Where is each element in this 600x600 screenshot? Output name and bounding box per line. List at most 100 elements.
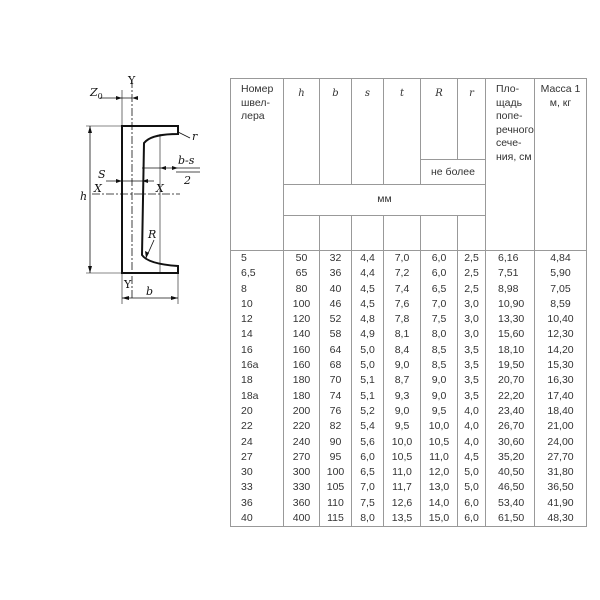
cell-h: 360 (283, 495, 320, 512)
b-minus-s-label: b-s (178, 154, 195, 167)
cell-b: 76 (319, 403, 352, 420)
cell-area: 40,50 (485, 465, 535, 481)
cell-b: 70 (319, 373, 352, 389)
cell-s: 5,4 (351, 419, 384, 435)
cell-r: 5,0 (457, 465, 486, 481)
cell-num: 30 (230, 465, 284, 481)
cell-mass: 12,30 (534, 327, 587, 343)
cell-t: 9,3 (383, 388, 421, 404)
cell-area: 10,90 (485, 296, 535, 313)
cell-mass: 15,30 (534, 358, 587, 374)
cell-t: 12,6 (383, 495, 421, 512)
cell-r: 3,0 (457, 312, 486, 328)
cell-area: 30,60 (485, 434, 535, 450)
cell-t: 10,5 (383, 449, 421, 466)
cell-R: 9,5 (420, 403, 458, 420)
cell-R: 10,0 (420, 419, 458, 435)
cell-area: 23,40 (485, 403, 535, 420)
cell-R: 6,0 (420, 266, 458, 282)
cell-s: 5,0 (351, 358, 384, 374)
cell-mass: 10,40 (534, 312, 587, 328)
cell-t: 7,6 (383, 296, 421, 313)
cell-h: 180 (283, 388, 320, 404)
cell-h: 270 (283, 449, 320, 466)
cell-R: 8,0 (420, 327, 458, 343)
cell-s: 7,0 (351, 480, 384, 496)
cell-s: 7,5 (351, 495, 384, 512)
x-right-label: X (155, 182, 165, 195)
cell-R: 7,5 (420, 312, 458, 328)
cell-r: 5,0 (457, 480, 486, 496)
cell-t: 11,0 (383, 465, 421, 481)
cell-r: 6,0 (457, 495, 486, 512)
cell-R: 8,5 (420, 342, 458, 359)
cell-t: 11,7 (383, 480, 421, 496)
cell-mass: 27,70 (534, 449, 587, 466)
channel-profile (121, 125, 179, 274)
cell-mass: 16,30 (534, 373, 587, 389)
channel-section-drawing: Z0 Y Y X X r R h b S b-s 2 (80, 74, 200, 304)
cell-r: 4,0 (457, 419, 486, 435)
cell-s: 5,0 (351, 342, 384, 359)
two-label: 2 (183, 174, 191, 187)
cell-h: 65 (283, 266, 320, 282)
cell-area: 19,50 (485, 358, 535, 374)
cell-r: 2,5 (457, 250, 486, 267)
cell-mass: 21,00 (534, 419, 587, 435)
h-label: h (80, 190, 87, 203)
cell-r: 3,5 (457, 358, 486, 374)
cell-t: 7,8 (383, 312, 421, 328)
cell-h: 80 (283, 281, 320, 297)
cell-h: 50 (283, 250, 320, 267)
cell-b: 36 (319, 266, 352, 282)
cell-t: 7,2 (383, 266, 421, 282)
cell-t: 9,5 (383, 419, 421, 435)
cell-t: 9,0 (383, 403, 421, 420)
cell-R: 12,0 (420, 465, 458, 481)
header-s: s (351, 78, 384, 185)
cell-r: 2,5 (457, 281, 486, 297)
header-mass: Масса 1 м, кг (534, 78, 587, 216)
cell-R: 9,0 (420, 373, 458, 389)
cell-b: 90 (319, 434, 352, 450)
cell-r: 4,0 (457, 403, 486, 420)
cell-R: 7,0 (420, 296, 458, 313)
cell-mass: 8,59 (534, 296, 587, 313)
cell-num: 10 (230, 296, 284, 313)
header-not-more: не более (420, 159, 486, 185)
cell-b: 82 (319, 419, 352, 435)
cell-num: 27 (230, 449, 284, 466)
cell-h: 120 (283, 312, 320, 328)
header-channel-number: Номер швел-лера (230, 78, 284, 216)
cell-t: 8,7 (383, 373, 421, 389)
cell-num: 36 (230, 495, 284, 512)
cell-b: 58 (319, 327, 352, 343)
cell-area: 13,30 (485, 312, 535, 328)
cell-num: 18 (230, 373, 284, 389)
cell-r: 3,5 (457, 342, 486, 359)
cell-num: 20 (230, 403, 284, 420)
cell-t: 10,0 (383, 434, 421, 450)
cell-R: 6,0 (420, 250, 458, 267)
cell-mass: 31,80 (534, 465, 587, 481)
cell-s: 8,0 (351, 511, 384, 528)
cell-mass: 41,90 (534, 495, 587, 512)
cell-mass: 14,20 (534, 342, 587, 359)
cell-b: 52 (319, 312, 352, 328)
y-bottom-label: Y (123, 278, 132, 291)
y-top-label: Y (127, 74, 136, 87)
cell-h: 330 (283, 480, 320, 496)
cell-area: 8,98 (485, 281, 535, 297)
cell-s: 5,6 (351, 434, 384, 450)
